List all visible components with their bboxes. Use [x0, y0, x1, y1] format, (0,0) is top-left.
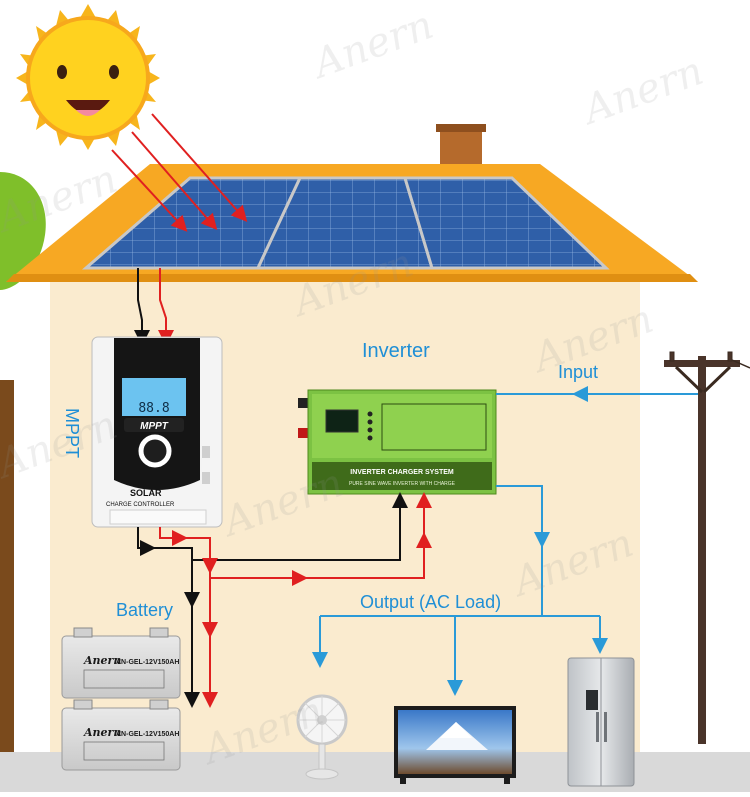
panel-wires — [134, 268, 174, 346]
mppt-controller: 88.8 MPPT SOLAR CHARGE CONTROLLER — [91, 336, 223, 528]
input-label: Input — [558, 362, 599, 382]
battery-label: Battery — [116, 600, 174, 620]
dc-wiring — [137, 492, 432, 708]
controller-knob — [138, 434, 172, 468]
ac-wiring — [312, 386, 698, 696]
fan-icon — [296, 694, 348, 780]
controller-lcd — [122, 378, 186, 416]
mppt-badge: MPPT — [140, 421, 169, 432]
battery-2: Anern AN-GEL-12V150AH — [61, 699, 181, 771]
lcd-digits: 88.8 — [138, 401, 169, 416]
chimney — [440, 128, 482, 166]
sun-icon — [16, 4, 160, 150]
inverter-unit: INVERTER CHARGER SYSTEM PURE SINE WAVE I… — [298, 389, 497, 495]
utility-pole-icon — [664, 351, 750, 744]
tv-icon — [394, 706, 516, 784]
battery-2-brand: Anern — [83, 726, 121, 739]
controller-brand-line1: SOLAR — [130, 488, 162, 498]
svg-text:Anern: Anern — [304, 2, 439, 89]
fridge-icon — [567, 657, 635, 787]
mppt-label: MPPT — [62, 408, 82, 459]
inverter-display — [325, 409, 359, 433]
battery-1-model: AN-GEL-12V150AH — [116, 659, 179, 666]
battery-1: Anern AN-GEL-12V150AH — [61, 627, 181, 699]
svg-text:Anern: Anern — [574, 48, 709, 135]
battery-1-brand: Anern — [83, 654, 121, 667]
sun-rays — [111, 113, 248, 232]
inverter-title: INVERTER CHARGER SYSTEM — [350, 469, 454, 476]
controller-brand-line2: CHARGE CONTROLLER — [106, 502, 175, 508]
battery-2-model: AN-GEL-12V150AH — [116, 731, 179, 738]
inverter-label: Inverter — [362, 340, 430, 362]
output-label: Output (AC Load) — [360, 592, 502, 612]
inverter-subtitle: PURE SINE WAVE INVERTER WITH CHARGE — [349, 481, 456, 487]
solar-panels — [81, 176, 610, 270]
